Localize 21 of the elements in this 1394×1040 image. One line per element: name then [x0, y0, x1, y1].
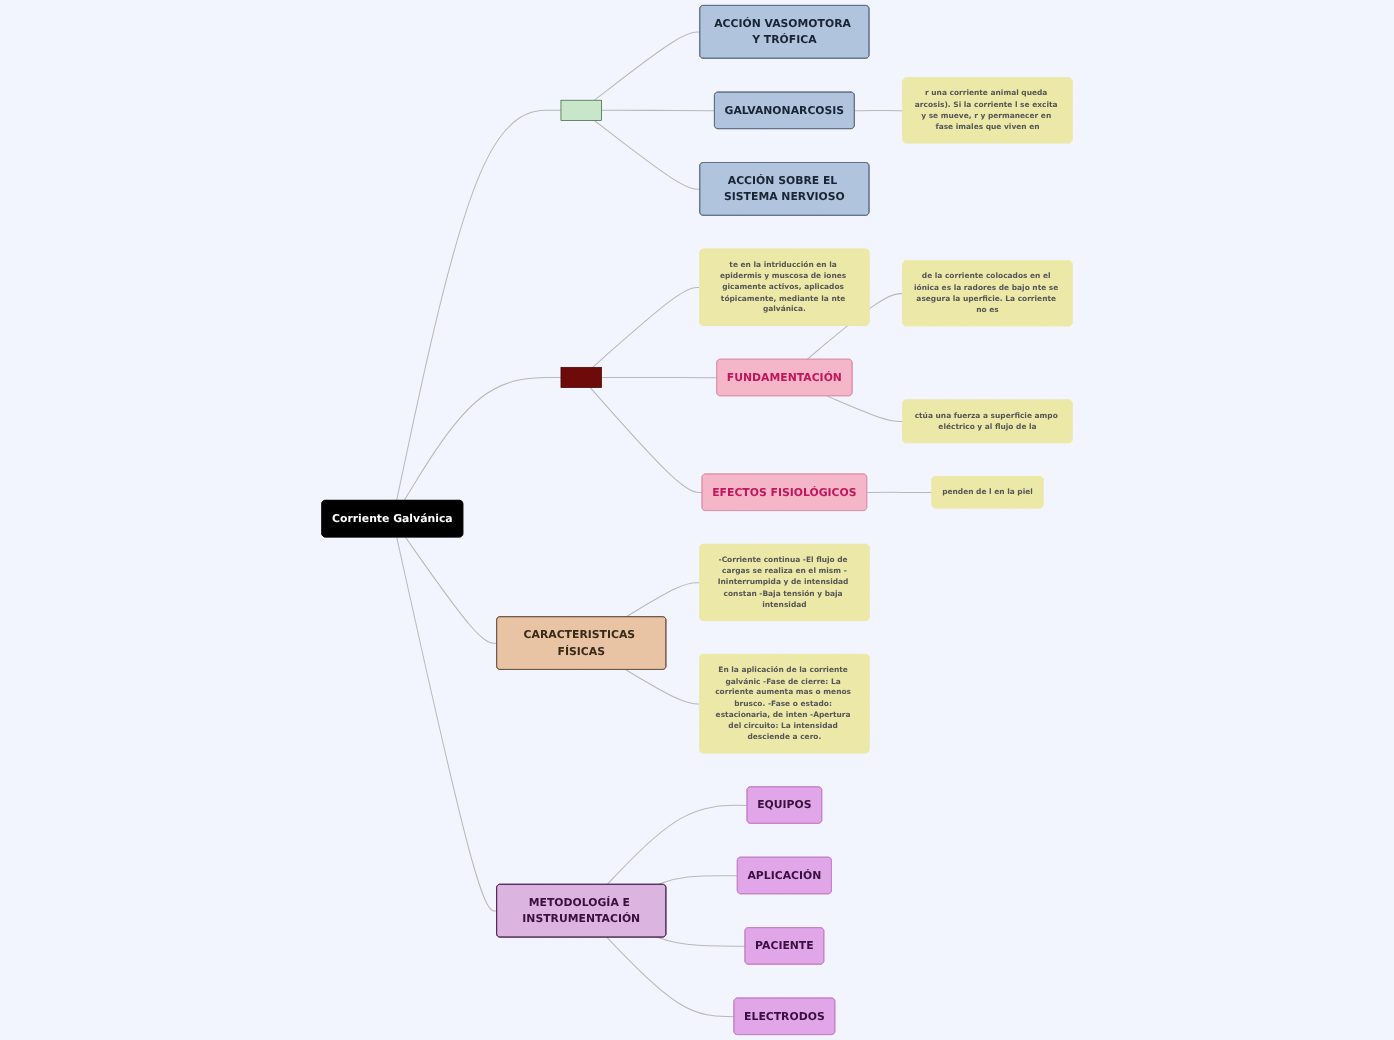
connector [396, 109, 562, 502]
connector [589, 387, 703, 494]
connector [396, 536, 498, 912]
node-box [560, 99, 602, 121]
connector [601, 376, 718, 379]
connector [592, 287, 701, 368]
connector [866, 491, 933, 494]
connector [593, 31, 701, 101]
connector [405, 536, 498, 644]
connector [601, 109, 716, 112]
node-box [560, 367, 602, 388]
connector [625, 669, 701, 705]
connector [657, 875, 739, 886]
connector [606, 804, 748, 886]
connector [826, 395, 904, 423]
connector [625, 582, 701, 618]
connector [854, 109, 904, 112]
connector [657, 936, 746, 947]
connector [593, 120, 701, 190]
connector [403, 376, 562, 502]
connector [606, 936, 735, 1018]
